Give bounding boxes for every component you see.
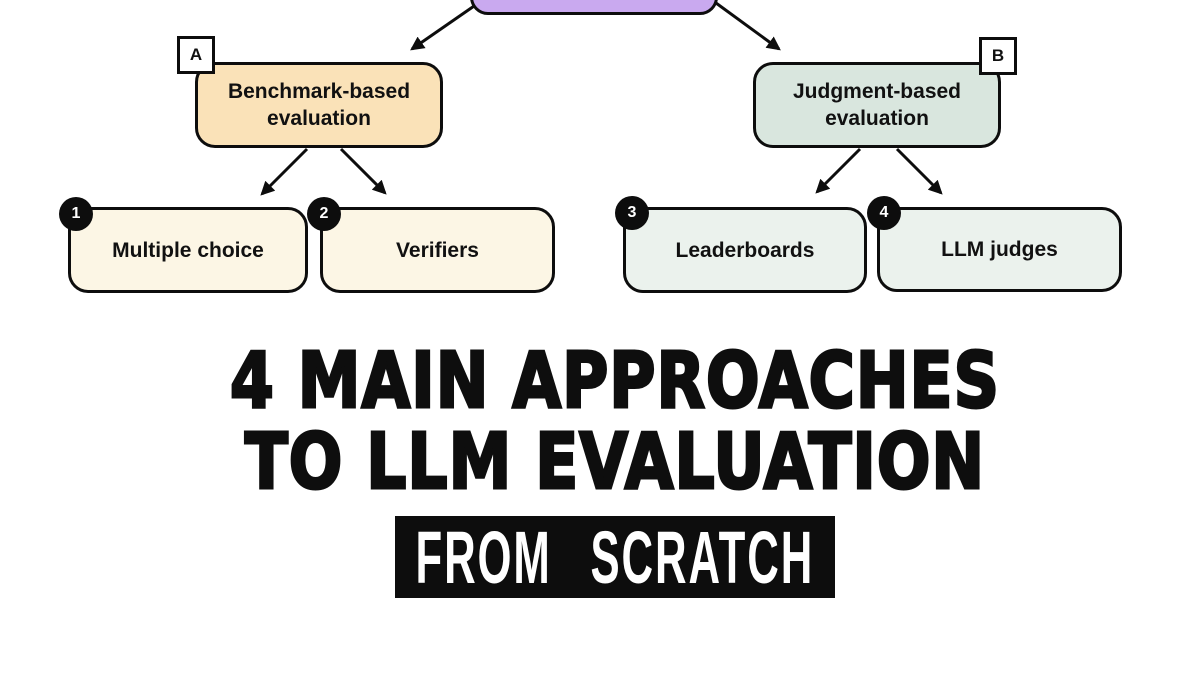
leaf-1-number-badge: 1: [59, 197, 93, 231]
root-node: [470, 0, 718, 15]
leaf-3-label: Leaderboards: [675, 238, 815, 262]
poster-title: 4 MAIN APPROACHES TO LLM EVALUATION: [30, 335, 1200, 508]
branch-b-tag-letter: B: [991, 46, 1005, 65]
branch-b-node: Judgment-based evaluation: [753, 62, 1001, 148]
leaf-4-number-badge: 4: [867, 196, 901, 230]
leaf-node-leaderboards: Leaderboards: [623, 207, 867, 293]
leaf-2-number-badge: 2: [307, 197, 341, 231]
leaf-4-label: LLM judges: [941, 238, 1058, 261]
leaf-3-number-badge: 3: [615, 196, 649, 230]
banner-text: FROM SCRATCH: [415, 514, 815, 600]
title-line-2: TO LLM EVALUATION: [244, 416, 986, 508]
leaf-1-label: Multiple choice: [112, 238, 264, 262]
branch-a-tag: A: [177, 36, 215, 74]
branch-b-label: Judgment-based evaluation: [792, 80, 962, 130]
leaf-node-llm-judges: LLM judges: [877, 207, 1122, 292]
branch-a-label: Benchmark-based evaluation: [227, 80, 411, 130]
branch-b-tag: B: [979, 37, 1017, 75]
leaf-node-multiple-choice: Multiple choice: [68, 207, 308, 293]
leaf-node-verifiers: Verifiers: [320, 207, 555, 293]
branch-a-node: Benchmark-based evaluation: [195, 62, 443, 148]
from-scratch-banner: FROM SCRATCH: [395, 514, 835, 600]
title-line-1: 4 MAIN APPROACHES: [229, 335, 1000, 427]
branch-a-tag-letter: A: [189, 45, 203, 64]
leaf-2-label: Verifiers: [396, 238, 479, 262]
